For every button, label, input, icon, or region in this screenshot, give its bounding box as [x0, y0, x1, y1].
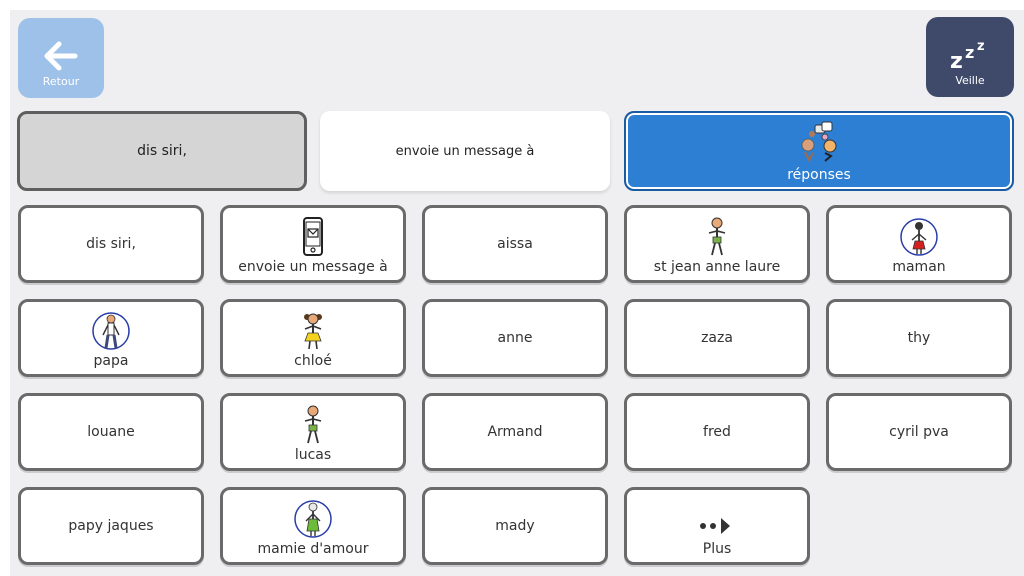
tile-label: envoie un message à — [238, 259, 388, 275]
app-window: Retour z z z Veille dis siri, envoie un … — [10, 10, 1024, 576]
tile-mady[interactable]: mady — [422, 487, 608, 565]
tile-label: lucas — [294, 447, 332, 463]
sleep-zzz-icon: z z z — [950, 39, 985, 70]
svg-text:z: z — [950, 49, 963, 70]
tile-label: louane — [87, 424, 135, 440]
tile-label: papy jaques — [68, 518, 154, 534]
svg-text:z: z — [965, 43, 974, 62]
woman-icon — [900, 218, 938, 256]
tile-anne[interactable]: anne — [422, 299, 608, 377]
tile-label: cyril pva — [889, 424, 949, 440]
tile-thy[interactable]: thy — [826, 299, 1012, 377]
tile-label: Plus — [702, 541, 732, 557]
tile-label: st jean anne laure — [653, 259, 781, 275]
tile-label: chloé — [294, 353, 332, 369]
arrow-left-icon — [44, 41, 78, 71]
tile-maman[interactable]: maman — [826, 205, 1012, 283]
person-icon — [708, 217, 726, 256]
tile-label: mamie d'amour — [257, 541, 369, 557]
back-button-label: Retour — [42, 75, 80, 88]
tile-label: maman — [892, 259, 946, 275]
tile-label: Armand — [487, 424, 543, 440]
tile-label: dis siri, — [86, 236, 136, 252]
tile-armand[interactable]: Armand — [422, 393, 608, 471]
phrase-item-1[interactable]: dis siri, — [17, 111, 307, 191]
tile-papy-jaques[interactable]: papy jaques — [18, 487, 204, 565]
tile-label: fred — [703, 424, 731, 440]
phrase-item-2[interactable]: envoie un message à — [320, 111, 610, 191]
tile-lucas[interactable]: lucas — [220, 393, 406, 471]
tile-fred[interactable]: fred — [624, 393, 810, 471]
more-arrow-icon — [700, 518, 730, 534]
back-button[interactable]: Retour — [18, 18, 104, 98]
tile-st-jean-anne-laure[interactable]: st jean anne laure — [624, 205, 810, 283]
tile-chloe[interactable]: chloé — [220, 299, 406, 377]
responses-button-label: réponses — [787, 167, 851, 183]
tile-label: thy — [907, 330, 931, 346]
conversation-people-icon — [801, 121, 837, 163]
responses-button[interactable]: réponses — [624, 111, 1014, 191]
phrase-item-1-label: dis siri, — [137, 143, 187, 159]
tile-plus[interactable]: Plus — [624, 487, 810, 565]
svg-text:z: z — [977, 39, 985, 54]
tile-label: papa — [93, 353, 129, 369]
man-icon — [92, 312, 130, 350]
tile-cyril-pva[interactable]: cyril pva — [826, 393, 1012, 471]
tile-dis-siri[interactable]: dis siri, — [18, 205, 204, 283]
tile-papa[interactable]: papa — [18, 299, 204, 377]
tile-zaza[interactable]: zaza — [624, 299, 810, 377]
phone-message-icon — [303, 217, 323, 256]
tile-aissa[interactable]: aissa — [422, 205, 608, 283]
tile-envoie-message[interactable]: envoie un message à — [220, 205, 406, 283]
girl-icon — [304, 313, 322, 350]
phrase-item-2-label: envoie un message à — [395, 143, 535, 159]
sleep-button[interactable]: z z z Veille — [926, 17, 1014, 97]
boy-icon — [304, 405, 322, 444]
tile-label: mady — [495, 518, 535, 534]
sleep-button-label: Veille — [955, 74, 985, 87]
tile-mamie-damour[interactable]: mamie d'amour — [220, 487, 406, 565]
grandmother-icon — [294, 500, 332, 538]
tile-label: anne — [497, 330, 533, 346]
tile-label: zaza — [701, 330, 733, 346]
tile-louane[interactable]: louane — [18, 393, 204, 471]
tile-label: aissa — [497, 236, 533, 252]
